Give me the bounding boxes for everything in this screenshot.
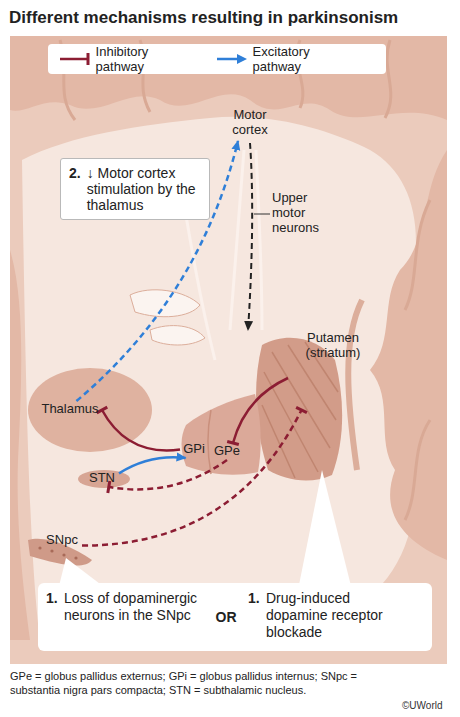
- abbreviation-caption: GPe = globus pallidus externus; GPi = gl…: [10, 669, 395, 697]
- brain-region: Putamen (striatum): [288, 330, 378, 410]
- region-label: GPe: [212, 443, 242, 458]
- legend-line: [60, 58, 88, 61]
- inhibitory-connector: [233, 378, 288, 443]
- legend-item: Excitatory pathway: [215, 44, 354, 74]
- excitatory-connector: [119, 457, 186, 473]
- upper-motor-neuron-path: [248, 143, 252, 330]
- region-label: Thalamus: [38, 401, 102, 416]
- brain-region: Motor cortex: [220, 107, 280, 141]
- callout-number: 1.: [248, 590, 266, 607]
- legend-bar: [87, 53, 90, 65]
- callout-pointer: [298, 470, 352, 590]
- brain-region: SNpc: [42, 532, 82, 549]
- legend-sample: [58, 52, 90, 66]
- excitatory-connector: [76, 141, 238, 401]
- region-label: SNpc: [42, 532, 82, 547]
- leader-line: [254, 214, 270, 215]
- legend-line: [217, 58, 239, 61]
- brain-region: Thalamus: [38, 401, 102, 419]
- callout-box: 2. ↓ Motor cortex stimulation by the thal…: [60, 158, 210, 220]
- brain-region: GPi: [180, 441, 208, 458]
- region-label: Motor cortex: [220, 107, 280, 137]
- diagram-title: Different mechanisms resulting in parkin…: [9, 8, 449, 28]
- legend-box: Inhibitory pathway Excitatory pathway: [48, 44, 386, 74]
- brain-section: [10, 36, 447, 664]
- legend-sample: [215, 52, 247, 66]
- region-label: GPi: [180, 441, 208, 456]
- callout-text: Drug-induced dopamine receptor blockade: [266, 590, 411, 641]
- inhibitory-connector: [109, 460, 227, 489]
- brain-region: GPe: [212, 443, 242, 460]
- brain-region: STN: [85, 470, 119, 487]
- callout-box: 1.Loss of dopaminergic neurons in the SN…: [38, 583, 432, 651]
- callout-text: ↓ Motor cortex stimulation by the thalam…: [87, 165, 201, 213]
- anatomy-label: Upper motor neurons: [272, 190, 334, 235]
- legend-item: Inhibitory pathway: [58, 44, 193, 74]
- region-label: STN: [85, 470, 119, 485]
- callout-number: 1.: [46, 590, 64, 607]
- inhibitory-connector: [82, 410, 302, 546]
- callout-text: Loss of dopaminergic neurons in the SNpc: [64, 590, 204, 624]
- inhibitory-connector: [102, 410, 180, 450]
- legend-arrowhead: [237, 54, 247, 64]
- legend-text: Inhibitory pathway: [96, 44, 193, 74]
- copyright-mark: ©UWorld: [402, 700, 443, 712]
- region-label: Putamen (striatum): [288, 330, 378, 360]
- legend-text: Excitatory pathway: [253, 44, 354, 74]
- callout-number: 2.: [69, 165, 81, 181]
- or-label: OR: [204, 609, 248, 626]
